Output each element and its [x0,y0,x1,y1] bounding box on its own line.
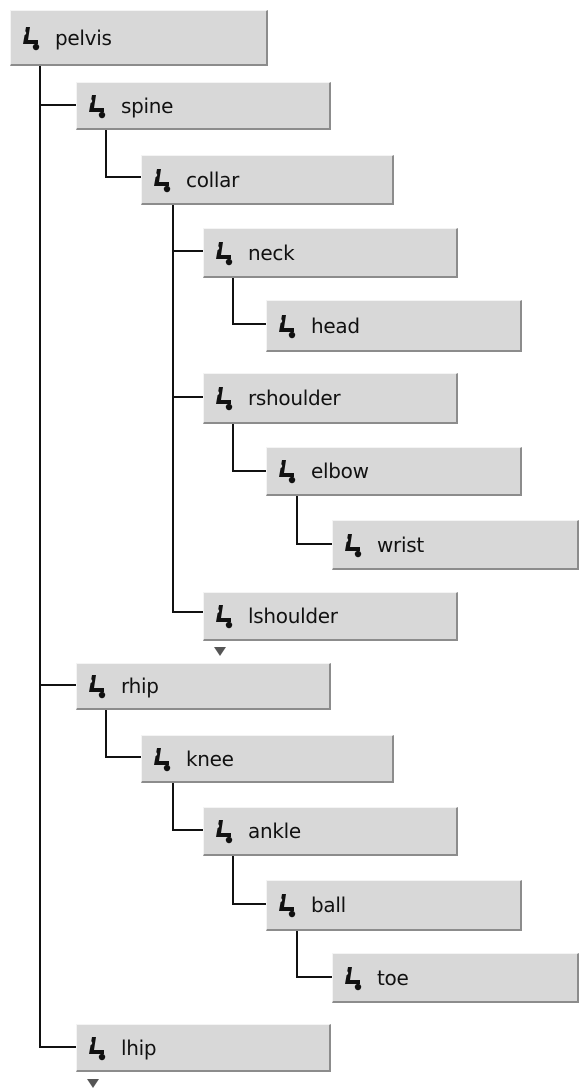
joint-node-knee[interactable]: knee [141,735,394,783]
joint-node-wrist[interactable]: wrist [332,520,579,570]
connector-line [172,611,203,613]
connector-line [172,250,203,252]
joint-label: pelvis [55,25,112,50]
joint-node-spine[interactable]: spine [76,82,331,130]
expand-arrow-icon[interactable] [87,1079,99,1088]
connector-line [232,903,266,905]
connector-line [172,205,174,613]
joint-node-lshoulder[interactable]: lshoulder [203,592,458,641]
joint-label: spine [121,93,174,118]
connector-line [232,278,234,325]
joint-icon [277,894,296,918]
joint-node-elbow[interactable]: elbow [266,447,522,496]
connector-line [172,783,174,831]
connector-line [296,931,298,978]
connector-line [296,496,298,545]
joint-label: neck [248,240,295,265]
joint-label: lshoulder [248,604,338,628]
connector-line [39,66,41,1048]
expand-arrow-icon[interactable] [214,647,226,656]
joint-node-pelvis[interactable]: pelvis [10,10,268,66]
joint-label: rhip [121,674,159,698]
joint-label: collar [186,167,240,192]
joint-label: rshoulder [248,386,341,410]
joint-icon [87,94,106,118]
joint-label: elbow [311,459,369,483]
connector-line [105,710,107,758]
joint-node-collar[interactable]: collar [141,155,394,205]
joint-icon [343,966,362,990]
joint-node-toe[interactable]: toe [332,953,579,1003]
joint-icon [214,241,233,265]
joint-label: ankle [248,819,301,843]
joint-icon [87,675,106,699]
joint-icon [152,168,171,192]
joint-icon [152,747,171,771]
connector-line [39,684,76,686]
joint-node-neck[interactable]: neck [203,228,458,278]
connector-line [296,976,332,978]
joint-icon [277,460,296,484]
joint-label: head [311,313,360,338]
connector-line [232,856,234,905]
joint-icon [277,314,296,338]
connector-line [172,829,203,831]
joint-label: wrist [377,532,424,557]
connector-line [105,130,107,178]
joint-node-lhip[interactable]: lhip [76,1024,331,1072]
joint-icon [21,26,40,50]
joint-icon [214,387,233,411]
connector-line [105,756,141,758]
joint-icon [214,605,233,629]
connector-line [172,396,203,398]
joint-node-ball[interactable]: ball [266,880,522,931]
connector-line [39,104,76,106]
joint-label: ball [311,893,346,917]
connector-line [105,176,141,178]
joint-node-head[interactable]: head [266,300,522,352]
joint-label: knee [186,746,234,771]
joint-icon [343,533,362,557]
joint-node-ankle[interactable]: ankle [203,807,458,856]
connector-line [232,470,266,472]
connector-line [39,1046,76,1048]
connector-line [232,424,234,472]
joint-label: toe [377,965,409,990]
connector-line [296,543,332,545]
joint-label: lhip [121,1035,157,1060]
joint-icon [214,820,233,844]
connector-line [232,323,266,325]
joint-icon [87,1036,106,1060]
joint-node-rshoulder[interactable]: rshoulder [203,373,458,424]
joint-node-rhip[interactable]: rhip [76,663,331,710]
